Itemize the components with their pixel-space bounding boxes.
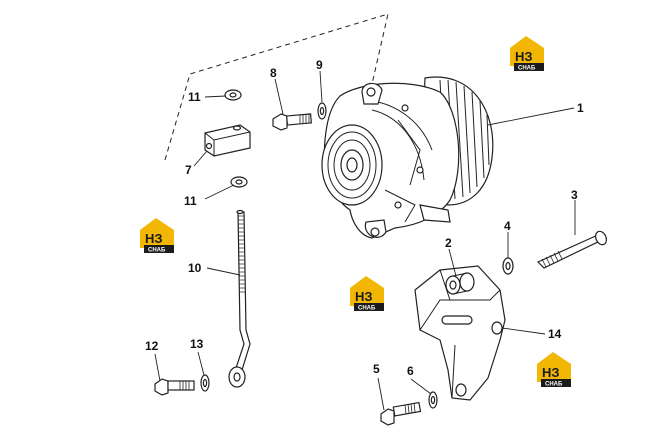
watermark-logo-left: НЗ СНАБ: [140, 218, 174, 254]
washer-13: [200, 374, 210, 392]
callout-labels: 1 2 3 4 5 6 7 8 9 10 11 11 12 13 14: [145, 58, 584, 378]
bolt-3: [536, 230, 608, 269]
dashed-assembly-outline: [164, 13, 389, 161]
callout-2: 2: [445, 236, 452, 250]
watermark-logo-bottom-right: НЗ СНАБ: [537, 352, 571, 388]
svg-text:НЗ: НЗ: [542, 365, 560, 380]
washer-4: [502, 257, 514, 275]
washer-6: [428, 391, 438, 409]
bolt-5: [380, 401, 422, 426]
svg-text:НЗ: НЗ: [145, 231, 163, 246]
callout-12: 12: [145, 339, 159, 353]
adjuster-block-7: [204, 124, 251, 157]
callout-11-upper: 11: [188, 90, 201, 104]
callout-7: 7: [185, 163, 192, 177]
callout-6: 6: [407, 364, 414, 378]
callout-5: 5: [373, 362, 380, 376]
svg-text:СНАБ: СНАБ: [545, 382, 563, 388]
svg-text:НЗ: НЗ: [515, 49, 533, 64]
svg-text:СНАБ: СНАБ: [148, 248, 166, 254]
callout-9: 9: [316, 58, 323, 72]
watermark-logo-center: НЗ СНАБ: [350, 276, 384, 312]
callout-1: 1: [577, 101, 584, 115]
washer-9: [317, 102, 327, 120]
watermark-logo-top-right: НЗ СНАБ: [510, 36, 544, 72]
callout-11-lower: 11: [184, 194, 197, 208]
callout-10: 10: [188, 261, 202, 275]
nut-11-lower: [230, 176, 248, 188]
callout-8: 8: [270, 66, 277, 80]
callout-3: 3: [571, 188, 578, 202]
bolt-8: [272, 113, 312, 131]
svg-text:НЗ: НЗ: [355, 289, 373, 304]
callout-13: 13: [190, 337, 204, 351]
alternator: [321, 76, 494, 239]
callout-4: 4: [504, 219, 511, 233]
mounting-bracket-14: [414, 265, 506, 401]
nut-11-upper: [224, 89, 242, 101]
leader-lines: [154, 70, 576, 411]
spacer-2: [445, 272, 475, 295]
adjusting-rod-10: [228, 209, 251, 388]
callout-14: 14: [548, 327, 562, 341]
svg-text:СНАБ: СНАБ: [358, 306, 376, 312]
bolt-12: [154, 378, 195, 396]
svg-text:СНАБ: СНАБ: [518, 66, 536, 72]
